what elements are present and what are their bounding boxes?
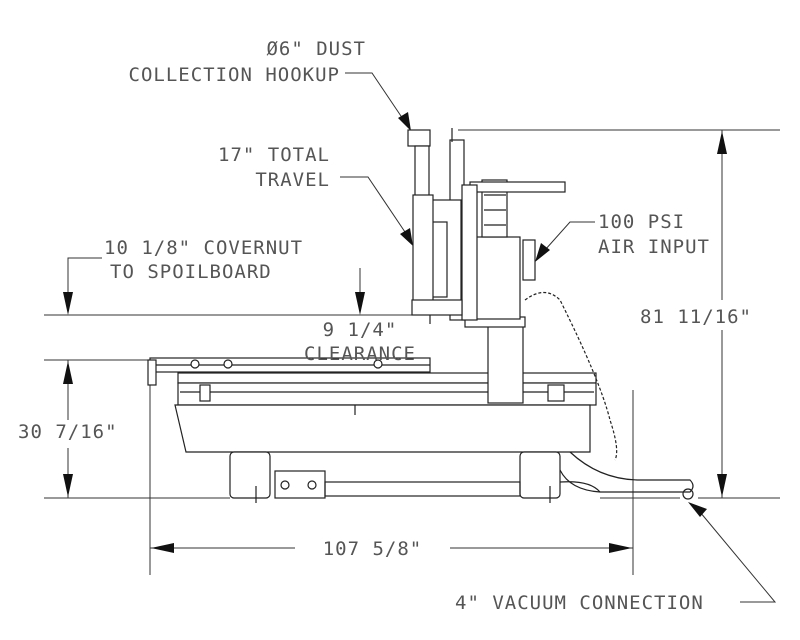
clearance-label-line1: 9 1/4" [322,319,398,341]
total-travel-label-line2: TRAVEL [255,169,330,191]
vacuum-hose [559,451,694,493]
table-height-dimension: 30 7/16" [18,420,118,444]
dust-collection-label-line2: COLLECTION HOOKUP [128,64,340,86]
covernut-label-line1: 10 1/8" COVERNUT [104,237,304,259]
cable-chain [324,481,521,497]
dust-leader-arrow [398,112,411,131]
vacuum-connection-label: 4" VACUUM CONNECTION [455,592,704,614]
total-travel-label-line1: 17" TOTAL [218,144,330,166]
overall-length-dimension: 107 5/8" [322,538,423,560]
covernut-arrow [63,292,73,315]
overall-height-dimension: 81 11/16" [640,305,752,329]
air-leader-arrow [535,243,550,262]
clearance-down-arrow [355,292,365,315]
air-input-label-line2: AIR INPUT [598,236,710,258]
spiral-cable [524,291,618,461]
clearance-label-line2: CLEARANCE [304,343,416,365]
air-input-label-line1: 100 PSI [598,211,686,233]
dust-collection-label-line1: Ø6" DUST [266,38,366,60]
travel-leader-arrow [400,228,413,246]
covernut-label-line2: TO SPOILBOARD [110,261,272,283]
cnc-machine [147,128,694,503]
vacuum-leader-arrow [688,502,707,517]
